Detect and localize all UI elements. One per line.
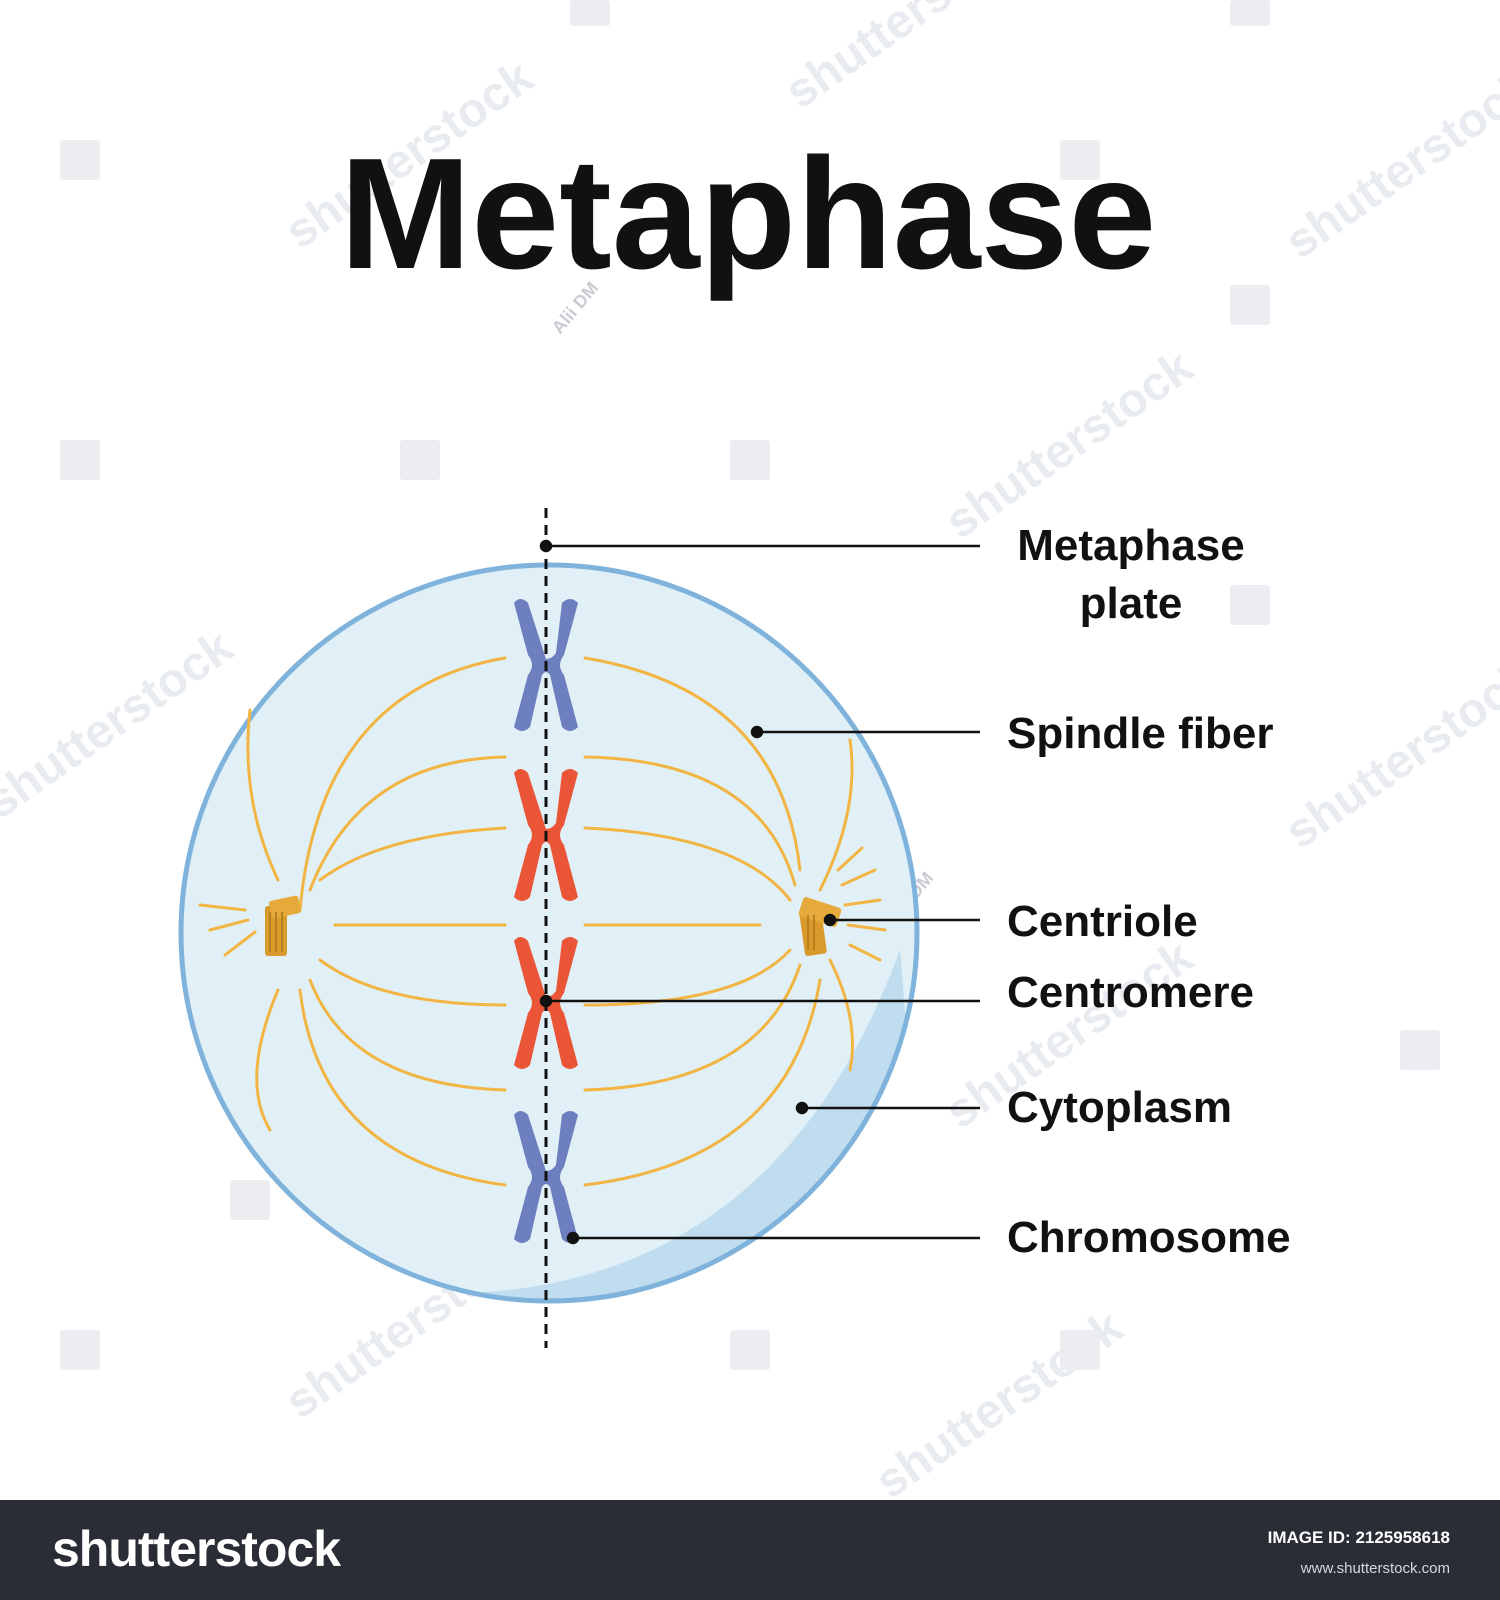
watermark-text: shutterstock bbox=[1276, 650, 1500, 859]
label-spindle-fiber: Spindle fiber bbox=[1007, 709, 1273, 758]
watermark-text: shutterstock bbox=[776, 0, 1043, 119]
page-title: Metaphase bbox=[340, 126, 1157, 302]
leader-lines bbox=[539, 539, 980, 1245]
watermark-text: shutterstock bbox=[1276, 60, 1500, 269]
label-centromere: Centromere bbox=[1007, 968, 1254, 1017]
spindle-fibers bbox=[198, 656, 887, 1187]
label-cytoplasm: Cytoplasm bbox=[1007, 1083, 1232, 1132]
metaphase-diagram: shutterstock shutterstock shutterstock s… bbox=[0, 0, 1500, 1500]
footer-bar: shutterstock IMAGE ID: 2125958618 www.sh… bbox=[0, 1500, 1500, 1600]
footer-brand-logo[interactable]: shutterstock bbox=[52, 1521, 341, 1577]
label-metaphase-plate: Metaphase bbox=[1017, 521, 1244, 570]
watermark-text: shutterstock bbox=[936, 340, 1203, 549]
image-id: IMAGE ID: 2125958618 bbox=[1267, 1528, 1450, 1547]
label-chromosome: Chromosome bbox=[1007, 1213, 1291, 1262]
label-centriole: Centriole bbox=[1007, 897, 1198, 946]
footer-url[interactable]: www.shutterstock.com bbox=[1300, 1560, 1450, 1577]
cell bbox=[178, 562, 920, 1304]
centriole-icon bbox=[265, 895, 301, 956]
label-metaphase-plate: plate bbox=[1080, 579, 1183, 628]
cell-membrane bbox=[178, 562, 920, 1304]
